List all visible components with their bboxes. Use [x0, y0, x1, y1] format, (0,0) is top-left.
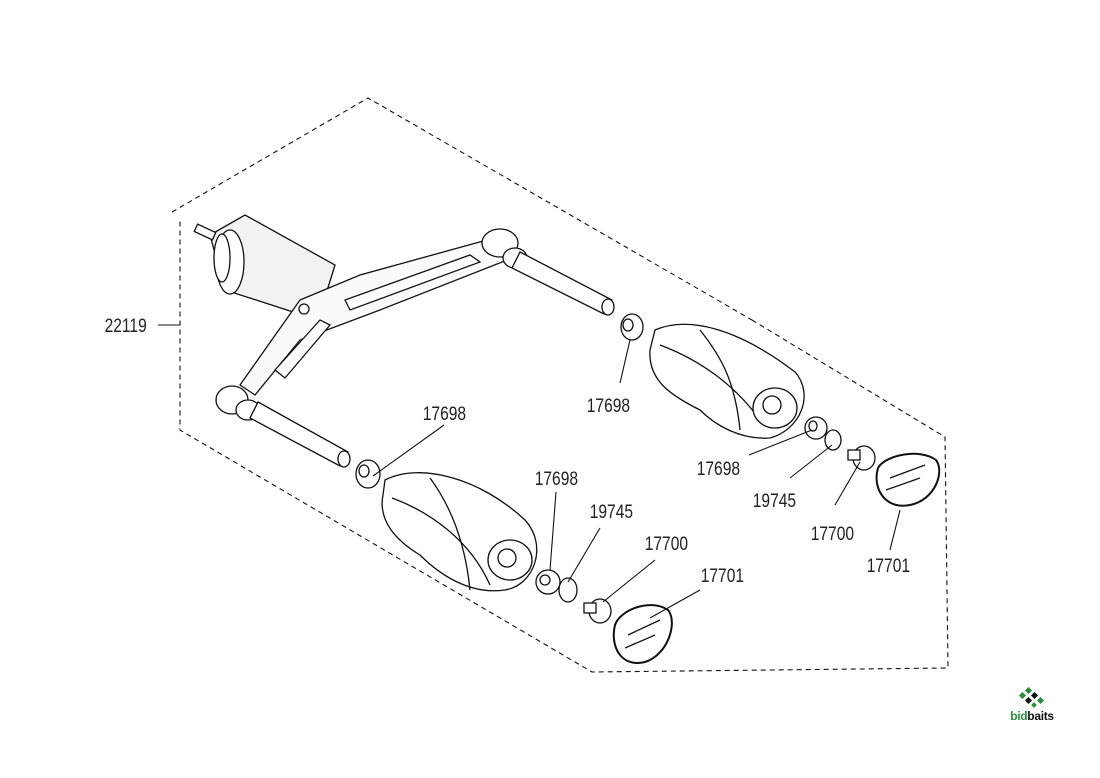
screws — [583, 445, 876, 624]
label-cap-lower: 17701 — [701, 565, 744, 587]
label-bearing-lower: 17698 — [423, 403, 466, 425]
brand-name: bidbaits — [1002, 709, 1062, 723]
leader-lines — [158, 324, 901, 619]
label-bearing-inner-lower: 17698 — [535, 468, 578, 490]
washers — [558, 429, 842, 603]
label-assembly: 22119 — [105, 315, 147, 337]
part-labels: 22119 17698 17698 17698 17698 19745 1974… — [105, 315, 910, 587]
label-washer-lower: 19745 — [590, 501, 633, 523]
label-screw-lower: 17700 — [645, 533, 688, 555]
caps — [612, 452, 941, 664]
label-screw-upper: 17700 — [811, 523, 854, 545]
bidbaits-logo-icon — [1002, 686, 1062, 726]
label-cap-upper: 17701 — [867, 555, 910, 577]
brand-name-part2: baits — [1027, 709, 1054, 723]
label-bearing-upper: 17698 — [587, 395, 630, 417]
bearings — [355, 313, 828, 595]
brand-name-part1: bid — [1010, 709, 1028, 723]
knobs — [381, 323, 805, 592]
assembly-boundary — [171, 97, 949, 673]
label-washer-upper: 19745 — [753, 490, 796, 512]
handle-arm — [193, 214, 615, 468]
label-bearing-inner-upper: 17698 — [697, 458, 740, 480]
